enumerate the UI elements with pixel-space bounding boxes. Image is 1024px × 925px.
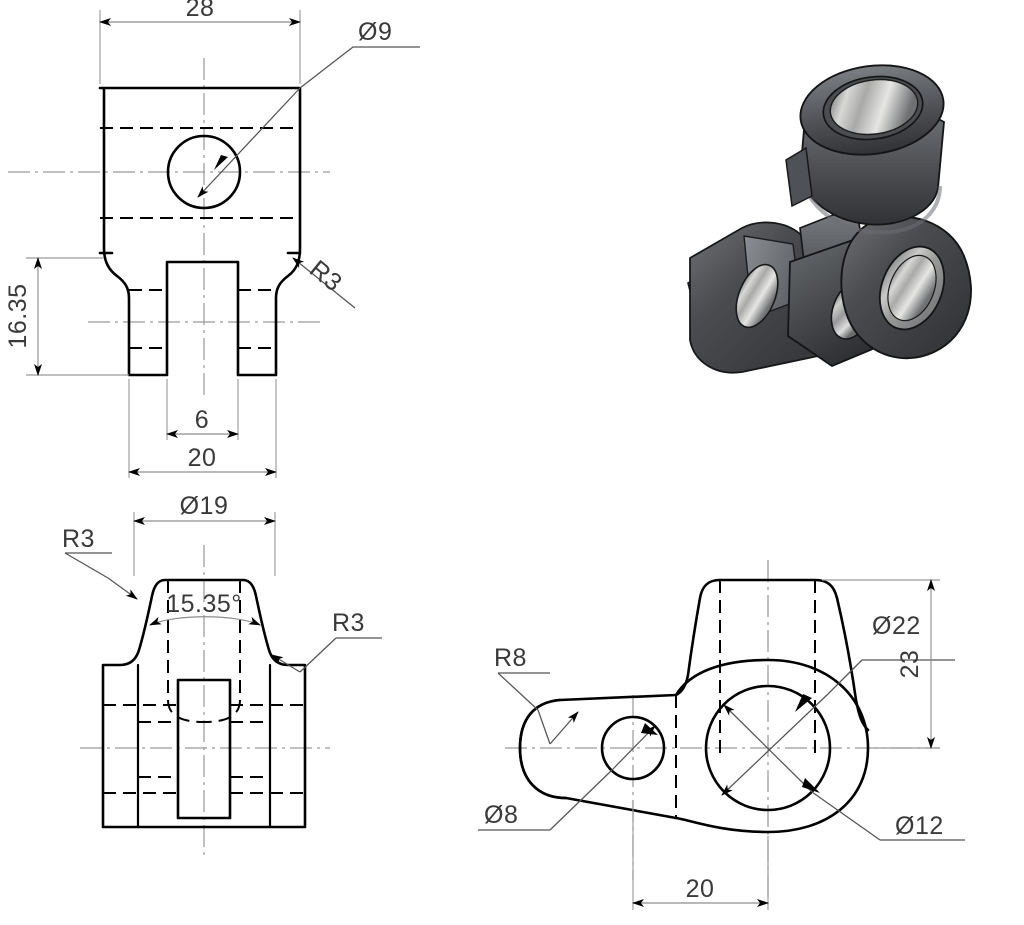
dim-arrow-dia9 (214, 155, 228, 170)
dim-label-r8: R8 (494, 644, 527, 672)
dim-leader-dia9-inner (197, 87, 301, 198)
view-front: Ø9 28 16.35 R3 6 20 (4, 0, 420, 478)
dim-leader-r3-left-2 (64, 552, 109, 579)
isometric-model (687, 64, 972, 374)
dim-leader-dia9-slant (299, 46, 354, 89)
dim-label-1635: 16.35 (4, 283, 32, 348)
model-bore-right-inner (887, 254, 937, 322)
dim-label-23: 23 (896, 650, 924, 679)
bore-circle-dia12 (704, 684, 832, 812)
dim-label-dia8: Ø8 (484, 801, 518, 829)
dim-label-6: 6 (195, 406, 209, 434)
dim-label-r3-right: R3 (332, 609, 365, 637)
dim-leader-r3-right (271, 654, 301, 673)
dim-label-dia9: Ø9 (358, 18, 392, 46)
dim-label-20right: 20 (686, 875, 715, 903)
model-bore-left (735, 263, 779, 329)
dim-leader-r8-inner (549, 711, 579, 745)
hole-circle-dia8 (600, 715, 666, 781)
part-outline-front (98, 86, 302, 377)
dim-label-r3-left: R3 (62, 525, 95, 553)
dim-label-angle: 15.35° (166, 590, 242, 618)
hole-circle-dia9 (166, 134, 242, 210)
model-back-tab (785, 146, 813, 208)
model-boss-bore (829, 78, 919, 136)
dim-leader-dia22-slant (827, 659, 863, 695)
dim-label-20top: 20 (188, 444, 217, 472)
dim-arc-angle (149, 616, 261, 626)
view-top: Ø22 Ø12 Ø8 R8 23 (478, 560, 965, 910)
dim-arrow-dia8 (641, 723, 658, 735)
dim-label-dia22: Ø22 (872, 612, 921, 640)
dim-leader-r3-left (107, 577, 138, 600)
dim-leader-r3-front (292, 257, 356, 309)
neck-outline-top (718, 578, 870, 732)
big-boss-outline (674, 658, 870, 834)
dim-label-r3-front: R3 (304, 255, 347, 298)
dim-arrow-dia12 (802, 778, 820, 793)
dim-leader-r3-right-2 (299, 637, 337, 673)
dim-label-19: Ø19 (180, 492, 229, 520)
hidden-boss-left (167, 580, 205, 723)
rib-outline-side (176, 678, 232, 820)
dim-leader-dia12-inner (723, 704, 813, 793)
dim-label-dia12: Ø12 (895, 812, 944, 840)
dim-arrow-dia22 (795, 694, 812, 712)
model-fillet-highlight (798, 175, 942, 235)
small-eye-outer (518, 698, 568, 800)
dim-leader-dia22-inner (721, 693, 829, 796)
part-outline-top (518, 693, 678, 820)
view-side: Ø19 R3 R3 15.35° (62, 492, 382, 860)
dim-leader-dia8-slant (549, 769, 613, 831)
dim-label-28: 28 (186, 0, 215, 22)
neck-outline-top-left (674, 578, 722, 697)
dim-leader-dia12-slant (811, 791, 881, 841)
dim-leader-r8-slant (537, 709, 551, 745)
dim-leader-r8-slant2 (497, 672, 539, 711)
hidden-boss-right (203, 580, 241, 723)
